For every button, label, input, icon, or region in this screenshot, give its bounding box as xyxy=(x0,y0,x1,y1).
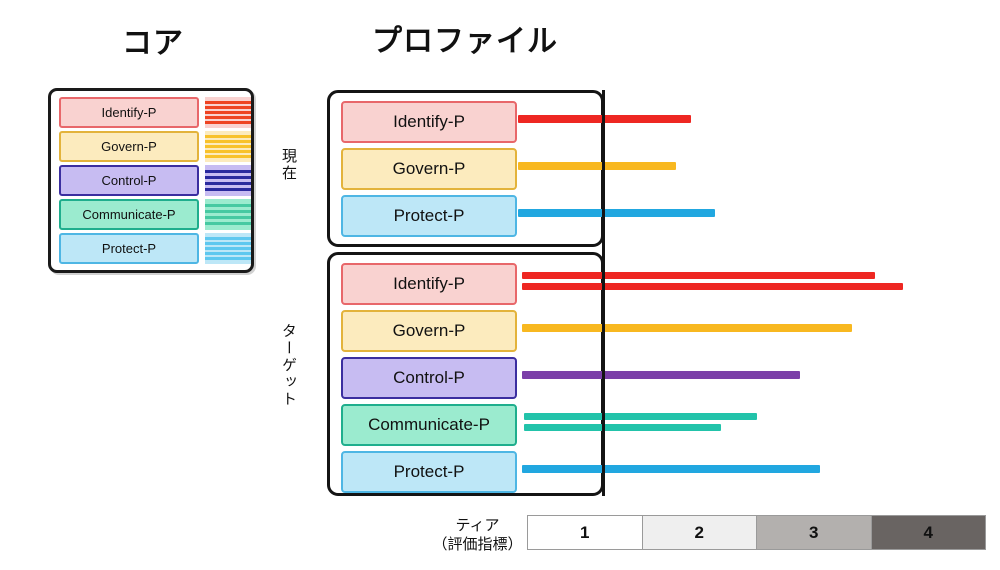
core-chip-control-p[interactable]: Control-P xyxy=(59,165,199,196)
profile-bar xyxy=(524,424,721,431)
core-subcategory-bar xyxy=(205,257,251,260)
core-subcategory-bar xyxy=(205,106,251,109)
core-subcategory-bar xyxy=(205,204,251,207)
tier-cell-1[interactable]: 1 xyxy=(527,515,643,550)
core-subcategory-bar xyxy=(205,216,251,219)
core-subcategory-bar xyxy=(205,237,251,240)
profile-bar xyxy=(524,413,757,420)
core-subcategory-bar xyxy=(205,176,251,179)
core-subcategory-bar xyxy=(205,210,251,213)
core-subcategory-bar xyxy=(205,182,251,185)
core-subcategory-bar xyxy=(205,242,251,245)
tier-scale-label-line2: （評価指標） xyxy=(432,535,523,553)
core-subcategory-bar xyxy=(205,170,251,173)
profile-chip-protect-p[interactable]: Protect-P xyxy=(341,451,517,493)
core-subcategory-stack xyxy=(205,199,251,230)
profile-chip-govern-p[interactable]: Govern-P xyxy=(341,148,517,190)
profile-heading: プロファイル xyxy=(372,25,558,58)
core-subcategory-bar xyxy=(205,252,251,255)
side-label-current: 現在 xyxy=(280,148,297,182)
profile-bar xyxy=(518,209,715,217)
core-chip-govern-p[interactable]: Govern-P xyxy=(59,131,199,162)
core-chip-protect-p[interactable]: Protect-P xyxy=(59,233,199,264)
core-subcategory-bar xyxy=(205,140,251,143)
core-subcategory-stack xyxy=(205,97,251,128)
profile-chip-protect-p[interactable]: Protect-P xyxy=(341,195,517,237)
core-subcategory-bar xyxy=(205,155,251,158)
core-subcategory-bar xyxy=(205,111,251,114)
core-chip-identify-p[interactable]: Identify-P xyxy=(59,97,199,128)
core-chip-communicate-p[interactable]: Communicate-P xyxy=(59,199,199,230)
tier-cell-4[interactable]: 4 xyxy=(870,515,986,550)
profile-chip-communicate-p[interactable]: Communicate-P xyxy=(341,404,517,446)
core-subcategory-stack xyxy=(205,165,251,196)
core-subcategory-bar xyxy=(205,222,251,225)
profile-bar xyxy=(522,371,800,379)
profile-bar xyxy=(522,272,875,279)
profile-chip-identify-p[interactable]: Identify-P xyxy=(341,263,517,305)
core-subcategory-stack xyxy=(205,131,251,162)
side-label-target: ターゲット xyxy=(280,322,297,408)
profile-bar xyxy=(522,324,852,332)
core-subcategory-bar xyxy=(205,116,251,119)
tier-axis-line xyxy=(602,90,605,496)
core-subcategory-bar xyxy=(205,188,251,191)
tier-cell-3[interactable]: 3 xyxy=(756,515,872,550)
profile-chip-control-p[interactable]: Control-P xyxy=(341,357,517,399)
core-row: Protect-P xyxy=(59,233,251,264)
core-subcategory-bar xyxy=(205,145,251,148)
core-subcategory-bar xyxy=(205,135,251,138)
profile-chip-govern-p[interactable]: Govern-P xyxy=(341,310,517,352)
tier-cell-2[interactable]: 2 xyxy=(641,515,757,550)
profile-bar xyxy=(522,283,903,290)
tier-scale-label-line1: ティア xyxy=(455,517,500,534)
profile-chip-identify-p[interactable]: Identify-P xyxy=(341,101,517,143)
core-subcategory-bar xyxy=(205,121,251,124)
core-subcategory-stack xyxy=(205,233,251,264)
core-subcategory-bar xyxy=(205,247,251,250)
core-subcategory-bar xyxy=(205,101,251,104)
core-row: Govern-P xyxy=(59,131,251,162)
profile-bar xyxy=(518,162,676,170)
tier-scale-label: ティア （評価指標） xyxy=(430,517,525,555)
core-row: Communicate-P xyxy=(59,199,251,230)
core-row: Control-P xyxy=(59,165,251,196)
core-subcategory-bar xyxy=(205,150,251,153)
profile-bar xyxy=(522,465,820,473)
core-heading: コア xyxy=(122,27,184,60)
core-row: Identify-P xyxy=(59,97,251,128)
